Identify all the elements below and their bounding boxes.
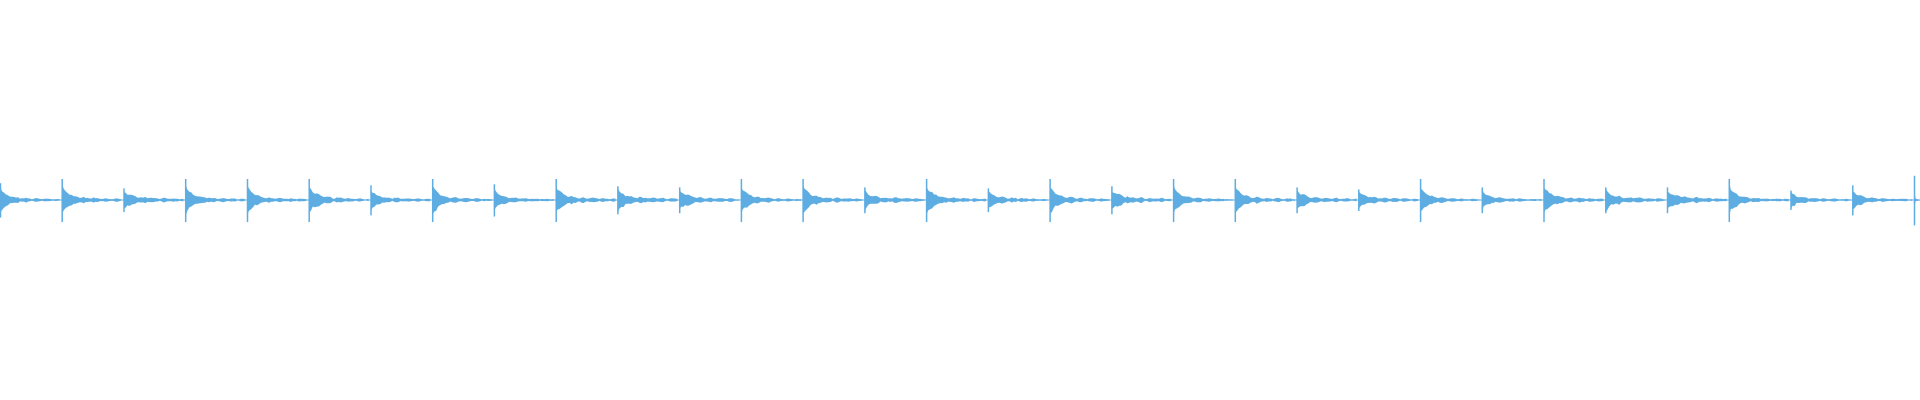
waveform-segment bbox=[1852, 191, 1913, 209]
waveform-segment bbox=[987, 190, 1048, 208]
waveform-segment bbox=[247, 185, 307, 217]
waveform-peaks bbox=[0, 175, 1920, 226]
waveform-segment bbox=[617, 186, 678, 215]
waveform-segment bbox=[740, 186, 801, 215]
waveform-segment bbox=[1234, 185, 1295, 212]
waveform-segment bbox=[926, 184, 986, 217]
waveform-segment bbox=[1481, 188, 1542, 212]
waveform-segment bbox=[61, 181, 122, 216]
waveform-segment bbox=[1667, 190, 1727, 210]
waveform-segment bbox=[555, 186, 616, 213]
waveform-segment bbox=[1358, 190, 1419, 211]
waveform-segment bbox=[864, 189, 925, 213]
waveform-segment bbox=[1790, 190, 1851, 211]
waveform-segment bbox=[370, 188, 431, 214]
waveform-segment bbox=[1296, 188, 1357, 210]
waveform-segment bbox=[308, 187, 369, 212]
waveform-segment bbox=[123, 191, 184, 209]
waveform-segment bbox=[679, 189, 740, 211]
waveform-segment bbox=[432, 184, 493, 216]
waveform-segment bbox=[493, 187, 554, 211]
waveform-segment bbox=[1543, 186, 1604, 216]
waveform-segment bbox=[1605, 188, 1666, 214]
waveform-segment bbox=[185, 181, 246, 219]
waveform-segment bbox=[1420, 187, 1480, 212]
waveform-segment bbox=[1728, 179, 1789, 221]
waveform-segment bbox=[0, 185, 60, 214]
waveform-segment bbox=[802, 183, 863, 216]
waveform-segment bbox=[1049, 186, 1110, 213]
waveform-segment bbox=[1173, 183, 1233, 217]
waveform-segment bbox=[1111, 190, 1172, 209]
waveform-segment bbox=[1914, 185, 1920, 216]
